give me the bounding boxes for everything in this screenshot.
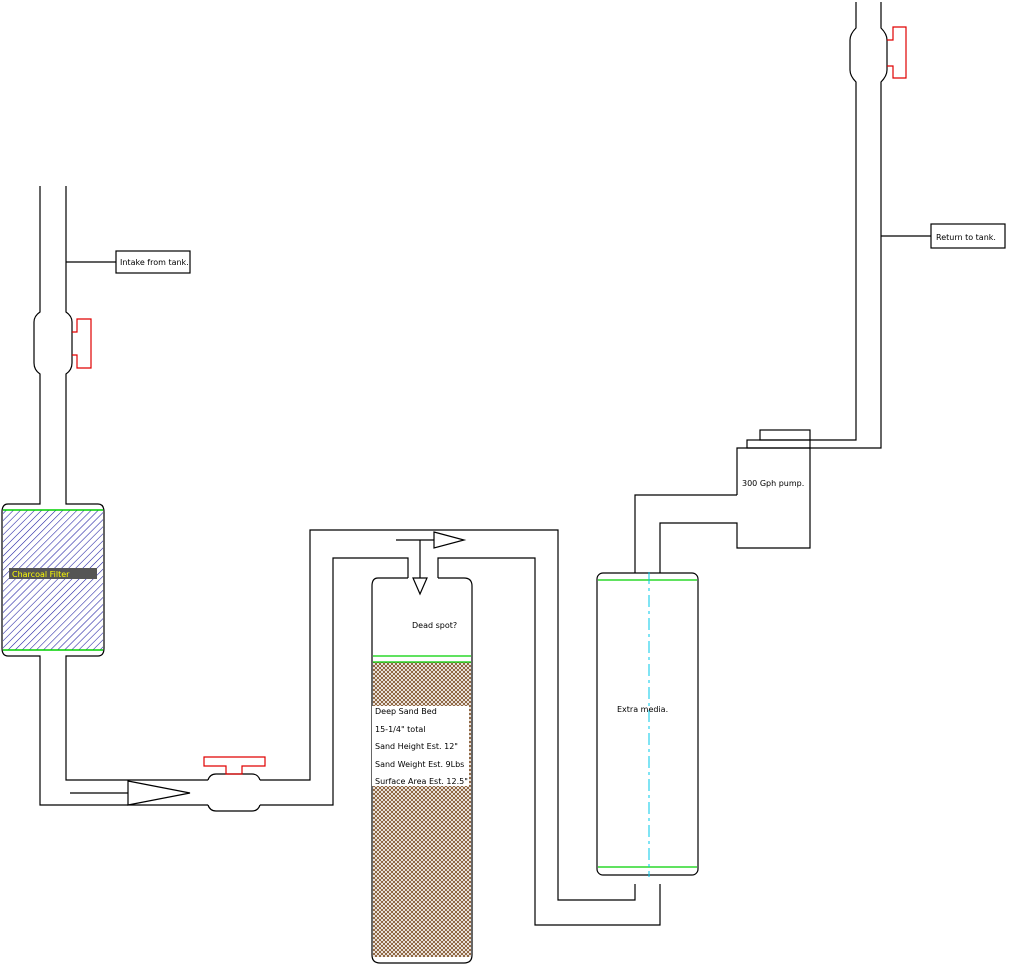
lower-pipe — [39, 529, 661, 926]
pump: 300 Gph pump. — [634, 429, 811, 573]
charcoal-filter-label: Charcoal Filter — [12, 570, 70, 579]
intake-label: Intake from tank. — [120, 258, 189, 267]
extra-media-chamber: Extra media. — [596, 572, 699, 877]
intake-valve — [72, 318, 92, 369]
intake-label-callout: Intake from tank. — [66, 250, 191, 274]
return-pipe — [810, 2, 888, 449]
sand-weight-label: Sand Weight Est. 9Lbs — [375, 760, 464, 769]
flow-arrow-down — [412, 540, 428, 596]
deep-sand-bed: Dead spot? Deep Sand Bed 15-1/4" total S… — [371, 577, 473, 964]
intake-pipe — [33, 186, 73, 500]
lower-valve — [203, 756, 266, 775]
extra-media-label: Extra media. — [617, 705, 668, 714]
return-valve — [887, 26, 907, 79]
flow-arrow-top — [396, 531, 467, 549]
charcoal-filter: Charcoal Filter — [1, 500, 105, 660]
sand-total-label: 15-1/4" total — [375, 725, 425, 734]
surface-area-label: Surface Area Est. 12.5" — [375, 777, 468, 786]
flow-arrow-lower — [70, 780, 191, 806]
sand-height-label: Sand Height Est. 12" — [375, 742, 458, 751]
return-label: Return to tank. — [936, 233, 996, 242]
return-label-callout: Return to tank. — [881, 223, 1006, 249]
dead-spot-label: Dead spot? — [412, 621, 457, 630]
sand-bed-title: Deep Sand Bed — [375, 707, 437, 716]
pump-label: 300 Gph pump. — [742, 479, 804, 488]
